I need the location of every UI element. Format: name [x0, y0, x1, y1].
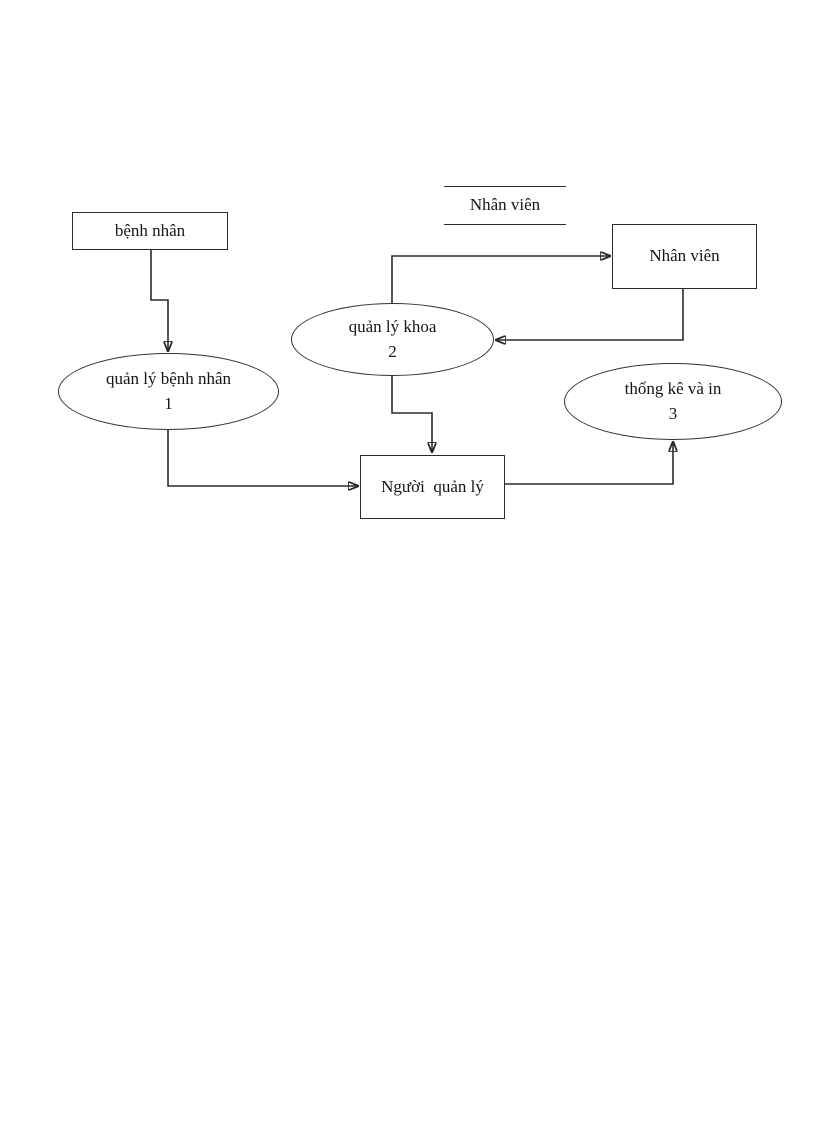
process-quan-ly-khoa-label: quản lý khoa: [348, 317, 437, 337]
process-quan-ly-khoa-number: 2: [388, 341, 397, 361]
arrow-nhan-vien-to-process-2: [495, 289, 684, 340]
arrow-process-2-to-nguoi-quan-ly: [391, 376, 432, 453]
arrow-benh-nhan-to-process-1: [150, 250, 168, 352]
process-quan-ly-benh-nhan: quản lý bệnh nhân 1: [58, 353, 279, 430]
arrow-process-2-to-nhan-vien: [391, 256, 611, 303]
process-thong-ke-va-in: thống kê và in 3: [564, 363, 782, 440]
entity-benh-nhan: bệnh nhân: [72, 212, 228, 250]
entity-nguoi-quan-ly-label: Người quản lý: [381, 476, 484, 496]
entity-nhan-vien: Nhân viên: [612, 224, 757, 289]
process-quan-ly-khoa: quản lý khoa 2: [291, 303, 494, 376]
process-quan-ly-benh-nhan-number: 1: [164, 393, 173, 413]
arrow-process-1-to-nguoi-quan-ly: [167, 430, 359, 486]
datastore-nhan-vien-label: Nhân viên: [469, 195, 541, 215]
entity-nguoi-quan-ly: Người quản lý: [360, 455, 505, 519]
process-quan-ly-benh-nhan-label: quản lý bệnh nhân: [105, 369, 232, 389]
process-thong-ke-va-in-label: thống kê và in: [624, 379, 722, 399]
arrow-nguoi-quan-ly-to-process-3: [505, 441, 673, 485]
entity-benh-nhan-label: bệnh nhân: [114, 220, 186, 240]
entity-nhan-vien-label: Nhân viên: [649, 246, 720, 266]
datastore-nhan-vien: Nhân viên: [444, 186, 566, 225]
process-thong-ke-va-in-number: 3: [668, 403, 678, 423]
